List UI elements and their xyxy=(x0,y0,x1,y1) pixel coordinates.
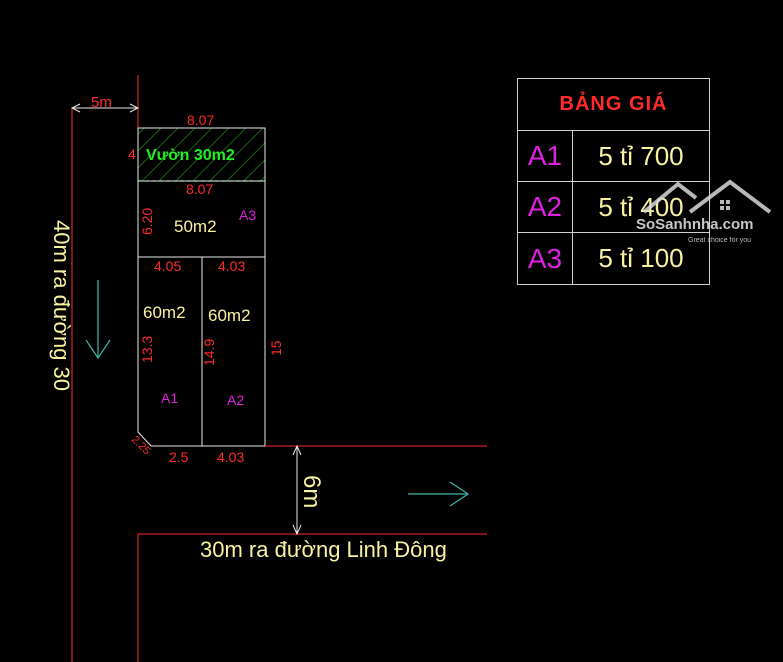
a2-bottom-width: 4.03 xyxy=(217,449,244,465)
bottom-road-text: 30m ra đường Linh Đông xyxy=(200,537,447,562)
right-arrow-icon xyxy=(408,481,470,507)
watermark-logo: SoSanhnha.com Great choice for you xyxy=(634,176,774,248)
a2-top-width: 4.03 xyxy=(218,258,245,274)
street-bottom-boundary xyxy=(137,533,487,662)
price-code: A1 xyxy=(518,131,573,181)
a1-area: 60m2 xyxy=(143,303,186,322)
a3-height: 6.20 xyxy=(139,208,155,235)
street-dim-arrow-bottom xyxy=(292,524,302,536)
a1-code: A1 xyxy=(161,390,178,406)
price-value: 5 tỉ 400 xyxy=(598,191,684,222)
a1-top-width: 4.05 xyxy=(154,258,181,274)
price-table-title: BẢNG GIÁ xyxy=(518,79,709,131)
street-width: 6m xyxy=(298,475,325,508)
a3-top-width: 8.07 xyxy=(186,181,213,197)
corner-cut: 2.25 xyxy=(129,434,153,458)
price-table: BẢNG GIÁ A1 5 tỉ 700 A2 5 tỉ 400 A3 5 tỉ… xyxy=(517,78,710,285)
garden-height: 4 xyxy=(128,146,136,162)
a3-code: A3 xyxy=(239,207,256,223)
house-roof-icon xyxy=(642,179,772,214)
a2-code: A2 xyxy=(227,392,244,408)
setback-arrow-right xyxy=(129,103,140,113)
a1-depth: 13.3 xyxy=(139,336,155,363)
price-row: A1 5 tỉ 700 xyxy=(518,131,709,182)
down-arrow-icon xyxy=(85,280,111,360)
price-value: 5 tỉ 100 xyxy=(598,243,684,273)
setback-arrow-left xyxy=(70,103,81,113)
garden-top-width: 8.07 xyxy=(187,112,214,128)
garden-label: Vườn 30m2 xyxy=(146,147,235,164)
a2-right-depth: 15 xyxy=(268,340,284,356)
a2-depth: 14.9 xyxy=(201,339,217,366)
a3-area: 50m2 xyxy=(174,217,217,236)
left-road-text: 40m ra đường 30 xyxy=(49,220,74,391)
garden-plot xyxy=(137,127,266,182)
price-value: 5 tỉ 700 xyxy=(598,140,684,171)
price-row: A3 5 tỉ 100 xyxy=(518,233,709,284)
watermark-brand: SoSanhnha.com xyxy=(636,216,754,233)
watermark-tagline: Great choice for you xyxy=(688,237,752,244)
street-dim-arrow-top xyxy=(292,444,302,456)
price-code: A2 xyxy=(518,182,573,232)
plot-a1-a2-outline xyxy=(137,257,266,447)
price-code: A3 xyxy=(518,233,573,284)
price-row: A2 5 tỉ 400 xyxy=(518,182,709,233)
setback-label: 5m xyxy=(91,94,112,111)
a2-area: 60m2 xyxy=(208,306,251,325)
a1-bottom-width: 2.5 xyxy=(169,449,189,465)
